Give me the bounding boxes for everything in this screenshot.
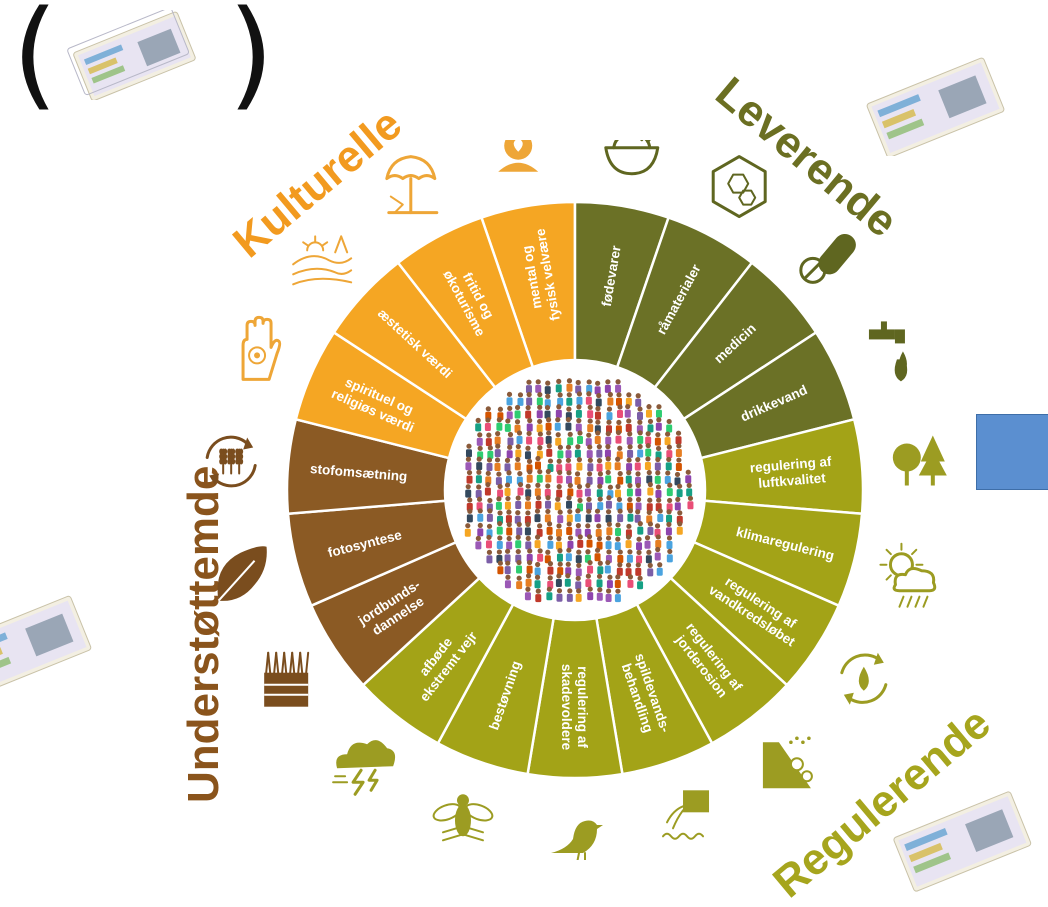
nutrient-cycle-icon [205, 435, 257, 488]
soil-layers-icon [264, 651, 310, 707]
landslide-icon [762, 736, 813, 789]
hand-icon [241, 315, 282, 381]
leaf-icon [217, 546, 267, 602]
water-tap-icon [868, 321, 908, 382]
water-cycle-icon [840, 652, 888, 705]
food-bowl-icon [604, 140, 660, 176]
bird-icon [551, 820, 603, 860]
close-parenthesis: ) [228, 0, 275, 122]
segment-label: regulering afluftkvalitet [749, 454, 834, 492]
banknotes-icon [0, 595, 92, 696]
person-heart-icon [498, 140, 539, 172]
landscape-icon [292, 235, 353, 286]
beach-umbrella-icon [385, 155, 439, 215]
sun-cloud-rain-icon [879, 542, 937, 608]
blue-square [976, 414, 1048, 490]
open-parenthesis: ( [12, 0, 59, 122]
crowd-of-people-icon [453, 368, 697, 612]
wastewater-pipe-icon [662, 790, 710, 840]
trees-icon [892, 435, 947, 486]
hexagon-materials-icon [711, 155, 767, 219]
bee-icon [432, 794, 494, 842]
segment-label: regulering afskadevoldere [559, 664, 590, 751]
banknotes-icon [893, 791, 1032, 892]
wheel-segment-cultural [396, 216, 535, 390]
banknotes-icon [67, 10, 196, 100]
pill-capsule-icon [799, 233, 856, 284]
storm-cloud-icon [332, 740, 396, 796]
banknotes-icon [866, 57, 1005, 156]
